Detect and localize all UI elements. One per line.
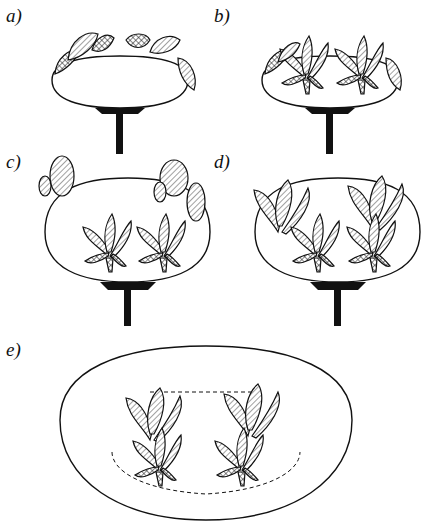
panel-label: d) (214, 152, 230, 171)
panel-label: b) (214, 6, 230, 25)
panel-label: e) (6, 340, 21, 359)
panel-label: c) (6, 152, 21, 171)
panel-label: a) (6, 6, 22, 25)
